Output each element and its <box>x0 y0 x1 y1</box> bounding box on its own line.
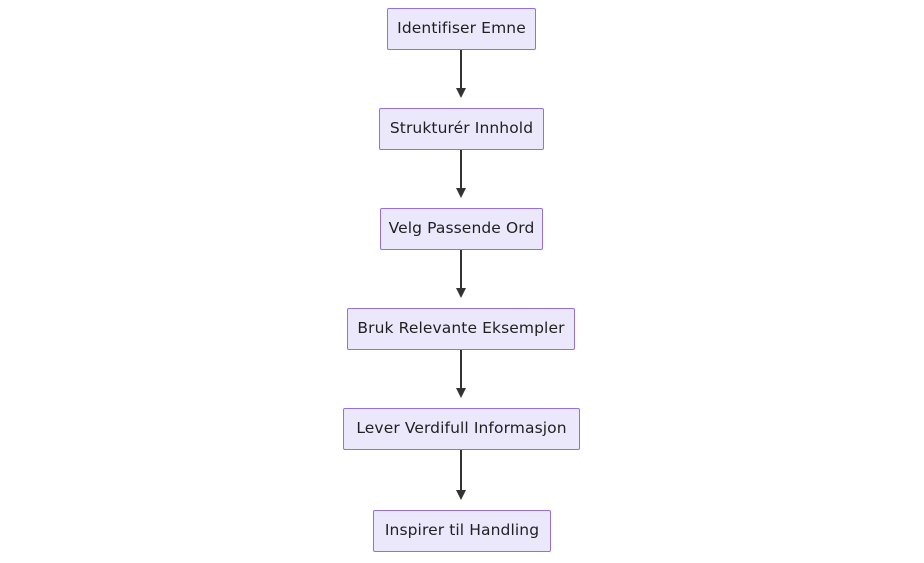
flow-edge-arrowhead <box>455 388 466 398</box>
flow-edge-arrowhead <box>455 88 466 98</box>
flow-node-label: Identifiser Emne <box>397 19 526 38</box>
flow-node-n6[interactable]: Inspirer til Handling <box>373 510 551 552</box>
flow-edge-arrowhead <box>455 188 466 198</box>
flow-edge-connector <box>460 450 462 491</box>
flow-node-label: Strukturér Innhold <box>389 119 534 138</box>
flow-node-label: Velg Passende Ord <box>388 219 535 238</box>
flow-node-n4[interactable]: Bruk Relevante Eksempler <box>347 308 575 350</box>
flow-edge-connector <box>460 150 462 189</box>
flow-node-label: Lever Verdifull Informasjon <box>356 419 567 438</box>
flow-node-n1[interactable]: Identifiser Emne <box>387 8 536 50</box>
flow-node-n2[interactable]: Strukturér Innhold <box>379 108 544 150</box>
flow-node-n5[interactable]: Lever Verdifull Informasjon <box>343 408 580 450</box>
flow-edge-connector <box>460 50 462 89</box>
flow-edge-arrowhead <box>455 490 466 500</box>
flow-node-label: Inspirer til Handling <box>384 521 540 540</box>
flow-edge-connector <box>460 250 462 289</box>
flow-edge-arrowhead <box>455 288 466 298</box>
flow-node-label: Bruk Relevante Eksempler <box>357 319 565 338</box>
flow-edge-connector <box>460 350 462 389</box>
flow-node-n3[interactable]: Velg Passende Ord <box>380 208 543 250</box>
